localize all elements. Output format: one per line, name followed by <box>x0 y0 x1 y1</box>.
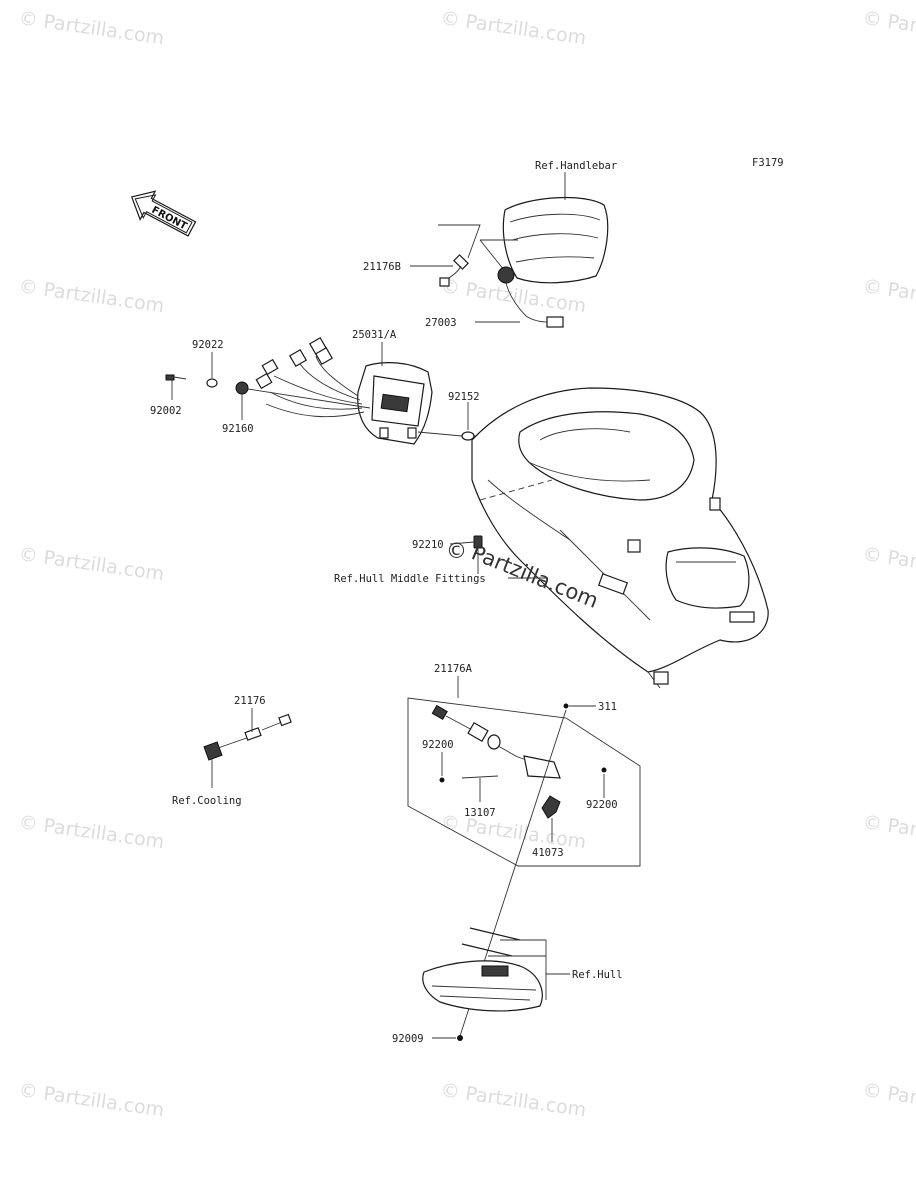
callout-25031a: 25031/A <box>352 329 397 341</box>
watermark-layer: © Partzilla.com © Partzilla.com © Partzi… <box>17 7 916 1121</box>
assembly-box-21176a <box>407 697 641 867</box>
callout-92022: 92022 <box>192 339 224 351</box>
watermark-text: © Partzilla.com <box>439 811 587 853</box>
switch-27003 <box>497 266 564 328</box>
callout-92160: 92160 <box>222 423 254 435</box>
bolt-92200-right <box>601 767 607 773</box>
callout-21176b: 21176B <box>363 261 401 273</box>
callout-21176a: 21176A <box>434 663 473 675</box>
copyright-icon: © <box>446 539 467 563</box>
pin-13107 <box>461 775 499 779</box>
bolt-92002 <box>165 374 187 381</box>
callout-92200-left: 92200 <box>422 739 454 751</box>
connector-21176b <box>439 254 469 287</box>
front-arrow-icon: FRONT <box>130 190 197 237</box>
callout-92152: 92152 <box>448 391 480 403</box>
meter-25031a <box>357 362 433 445</box>
watermark-text: © Partzilla.com <box>861 275 916 317</box>
screw-92009 <box>457 1035 463 1041</box>
callout-ref-hull-middle: Ref.Hull Middle Fittings <box>334 573 486 585</box>
handlebar-cover <box>502 196 609 284</box>
watermark-text: © Partzilla.com <box>17 1079 165 1121</box>
callout-92009: 92009 <box>392 1033 424 1045</box>
screw-311 <box>563 703 569 709</box>
sensor-21176 <box>203 713 292 761</box>
callout-27003: 27003 <box>425 317 457 329</box>
callout-92210: 92210 <box>412 539 444 551</box>
sensor-21176a <box>431 704 561 779</box>
callout-92002: 92002 <box>150 405 182 417</box>
callout-ref-handlebar: Ref.Handlebar <box>535 160 617 172</box>
watermark-text: © Partzilla.com <box>17 811 165 853</box>
watermark-text: © Partzilla.com <box>439 7 587 49</box>
watermark-text: © Partzilla.com <box>861 543 916 585</box>
callout-21176: 21176 <box>234 695 266 707</box>
hull-bottom-part <box>422 927 543 1012</box>
impeller-41073 <box>541 795 561 819</box>
washer-92022 <box>206 378 218 388</box>
washer-92152 <box>461 431 475 441</box>
figure-code: F3179 <box>752 157 784 169</box>
callout-13107: 13107 <box>464 807 496 819</box>
callout-92200-right: 92200 <box>586 799 618 811</box>
watermark-text: © Partzilla.com <box>861 1079 916 1121</box>
wire-harness <box>255 336 365 418</box>
callout-ref-cooling: Ref.Cooling <box>172 795 242 807</box>
bolt-92200-left <box>439 777 445 783</box>
hull-deck <box>471 387 769 689</box>
watermark-text: © Partzilla.com <box>17 275 165 317</box>
watermark-text: © Partzilla.com <box>17 543 165 585</box>
callout-41073: 41073 <box>532 847 564 859</box>
callout-311: 311 <box>598 701 617 713</box>
watermark-text: © Partzilla.com <box>17 7 165 49</box>
watermark-text: © Partzilla.com <box>439 1079 587 1121</box>
watermark-text: © Partzilla.com <box>861 811 916 853</box>
callout-ref-hull: Ref.Hull <box>572 969 623 981</box>
watermark-text: © Partzilla.com <box>861 7 916 49</box>
grommet-92160 <box>235 381 249 395</box>
